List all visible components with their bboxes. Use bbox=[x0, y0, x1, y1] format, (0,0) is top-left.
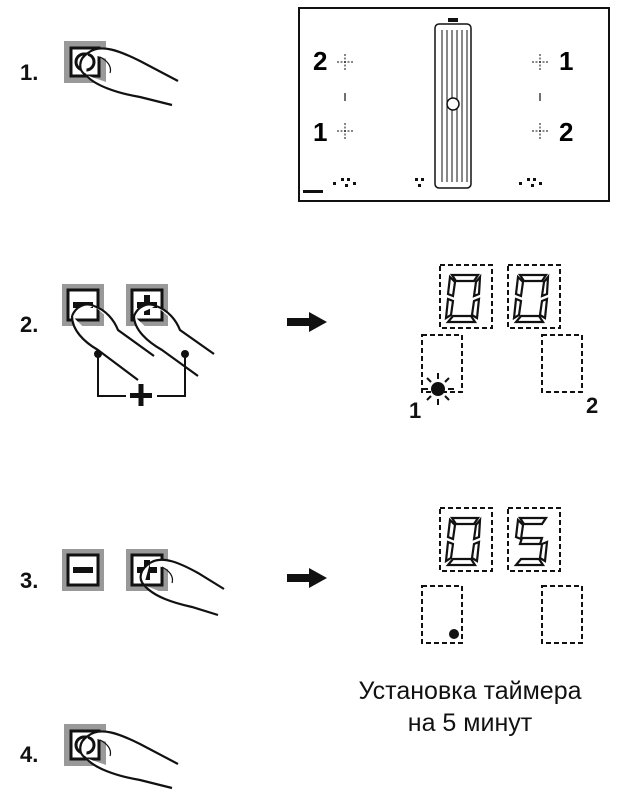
step-3-minus-plus-buttons bbox=[62, 549, 225, 617]
finger-icon bbox=[85, 47, 179, 107]
digit-0 bbox=[444, 516, 482, 567]
display-zone-1-label: 1 bbox=[409, 398, 422, 423]
zone-left-bottom-label: 1 bbox=[313, 117, 327, 147]
step-4-number: 4. bbox=[20, 742, 39, 767]
digit-0-right bbox=[512, 273, 550, 324]
zone-right-bottom-label: 2 bbox=[559, 117, 573, 147]
finger-left-icon bbox=[70, 304, 155, 381]
zone-left-top-label: 2 bbox=[313, 46, 327, 76]
step-3-number: 3. bbox=[20, 568, 39, 593]
zone-right-top-label: 1 bbox=[559, 46, 573, 76]
zone-indicator-left bbox=[421, 585, 463, 644]
display-zone-2-label: 2 bbox=[586, 393, 599, 418]
zone-dot-icon bbox=[449, 629, 459, 639]
caption-line-2: на 5 минут bbox=[407, 709, 533, 737]
step-2-number: 2. bbox=[20, 312, 39, 337]
step-4-power-button bbox=[64, 724, 179, 790]
step-1-power-button bbox=[64, 41, 179, 107]
blink-icon bbox=[422, 373, 454, 405]
arrow-right-icon bbox=[287, 568, 327, 588]
finger-icon bbox=[85, 730, 179, 790]
step-1-number: 1. bbox=[20, 60, 39, 85]
zone-indicator-right bbox=[541, 585, 583, 644]
timer-display-step-2 bbox=[421, 264, 583, 405]
digit-0-left bbox=[444, 273, 482, 324]
finger-right-icon bbox=[132, 304, 215, 377]
timer-display-step-3 bbox=[421, 507, 583, 644]
digit-5 bbox=[513, 516, 549, 567]
finger-icon bbox=[143, 558, 225, 617]
arrow-right-icon bbox=[287, 312, 327, 332]
hob-diagram: 2 1 1 2 bbox=[298, 7, 610, 202]
minus-icon bbox=[73, 567, 93, 573]
step-2-minus-plus-buttons bbox=[62, 284, 215, 406]
caption-line-1: Установка таймера bbox=[358, 677, 582, 705]
zone-indicator-right bbox=[541, 334, 583, 393]
plus-join-icon bbox=[130, 384, 152, 406]
